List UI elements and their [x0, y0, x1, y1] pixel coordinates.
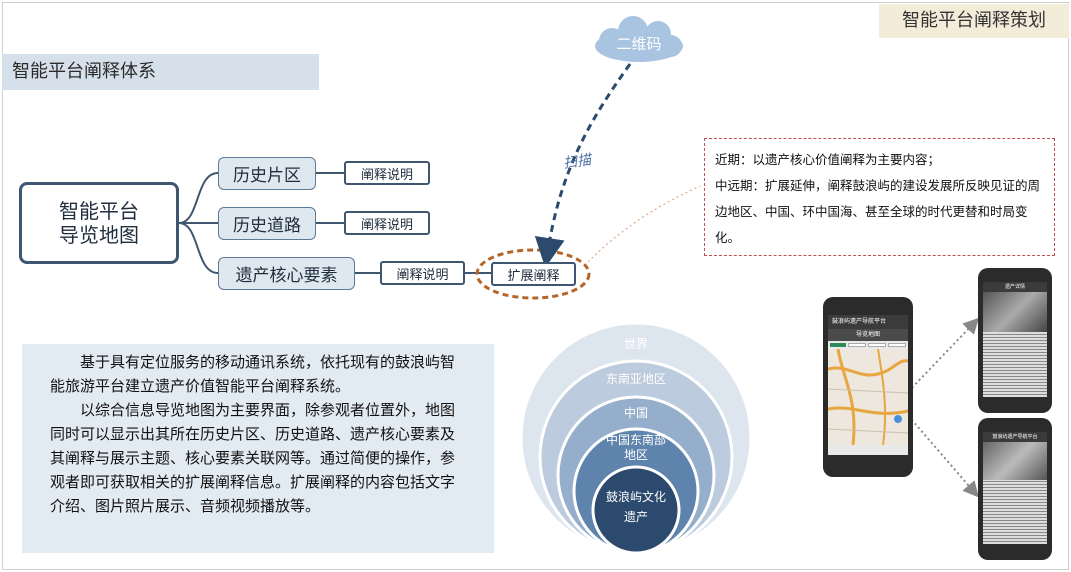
- phone-arrow-bottom: [904, 411, 979, 498]
- phone-main-map-tab: 导览地图: [828, 329, 908, 341]
- root-node-label: 智能平台 导览地图: [59, 199, 139, 247]
- leaf-interpretation-3: 阐释说明: [380, 261, 465, 285]
- phone-main-titlebar: 鼓浪屿遗产导航平台: [828, 315, 908, 329]
- phone-main: 鼓浪屿遗产导航平台 导览地图: [823, 297, 913, 477]
- phone-detail-top-photo: [983, 292, 1047, 332]
- qr-label: 二维码: [616, 35, 662, 53]
- scan-arrow: [534, 63, 632, 268]
- phone-filter-chip: [830, 343, 846, 347]
- description-box: 基于具有定位服务的移动通讯系统，依托现有的鼓浪屿智能旅游平台建立遗产价值智能平台…: [22, 344, 494, 553]
- phone-detail-bottom: 鼓浪屿遗产导航平台: [978, 418, 1052, 560]
- section-title: 智能平台阐释体系: [2, 54, 319, 90]
- info-line-long-term: 中远期：扩展延伸，阐释鼓浪屿的建设发展所反映见证的周边地区、中国、环中国海、甚至…: [715, 178, 1041, 245]
- connector-root-branch3: [178, 222, 219, 274]
- phone-detail-bottom-screen: 鼓浪屿遗产导航平台: [983, 432, 1047, 544]
- phone-filter-chip: [888, 343, 906, 347]
- ring-label-gulangyu: 鼓浪屿文化遗产: [606, 490, 667, 524]
- scope-rings: [520, 321, 752, 555]
- phone-detail-top-title: 遗产详情: [983, 282, 1047, 292]
- extension-highlight-ring: [475, 248, 591, 300]
- info-link-line: [587, 185, 701, 263]
- phone-detail-bottom-photo: [983, 442, 1047, 480]
- phone-detail-bottom-title: 鼓浪屿遗产导航平台: [983, 432, 1047, 442]
- phone-main-filter-bar: [828, 341, 908, 349]
- branch-core-elements: 遗产核心要素: [218, 257, 355, 290]
- phone-detail-top: 遗产详情: [978, 268, 1052, 413]
- scan-label: 扫描: [562, 152, 593, 172]
- phone-detail-bottom-text: [983, 480, 1047, 544]
- phone-detail-top-text: [983, 332, 1047, 397]
- scope-ring-4: [591, 465, 681, 555]
- leaf-interpretation-2: 阐释说明: [344, 211, 430, 235]
- phone-filter-chip: [868, 343, 886, 347]
- branch-historic-road: 历史道路: [218, 207, 316, 240]
- info-box: 近期：以遗产核心价值阐释为主要内容； 中远期：扩展延伸，阐释鼓浪屿的建设发展所反…: [704, 138, 1055, 256]
- ring-label-world: 世界: [623, 337, 648, 351]
- description-paragraph-1: 基于具有定位服务的移动通讯系统，依托现有的鼓浪屿智能旅游平台建立遗产价值智能平台…: [50, 353, 456, 395]
- ring-label-southeast-asia: 东南亚地区: [605, 372, 666, 386]
- info-line-near-term: 近期：以遗产核心价值阐释为主要内容；: [715, 152, 941, 167]
- leaf-interpretation-1: 阐释说明: [344, 161, 430, 185]
- phone-main-map: [828, 349, 908, 445]
- phone-filter-chip: [848, 343, 866, 347]
- header-tag: 智能平台阐释策划: [879, 4, 1069, 38]
- branch-historic-district: 历史片区: [218, 157, 316, 190]
- phone-detail-top-screen: 遗产详情: [983, 282, 1047, 397]
- phone-arrow-top: [904, 317, 980, 396]
- phone-main-screen: 鼓浪屿遗产导航平台 导览地图: [828, 315, 908, 455]
- description-paragraph-2: 以综合信息导览地图为主要界面，除参观者位置外，地图同时可以显示出其所在历史片区、…: [50, 401, 456, 515]
- ring-label-china: 中国: [623, 406, 648, 420]
- extension-node: 扩展阐释: [491, 262, 576, 286]
- root-node: 智能平台 导览地图: [19, 182, 179, 264]
- connector-root-branch1: [178, 172, 219, 224]
- qr-cloud-icon: [595, 16, 683, 62]
- ring-label-southeast-china: 中国东南部地区: [606, 433, 667, 462]
